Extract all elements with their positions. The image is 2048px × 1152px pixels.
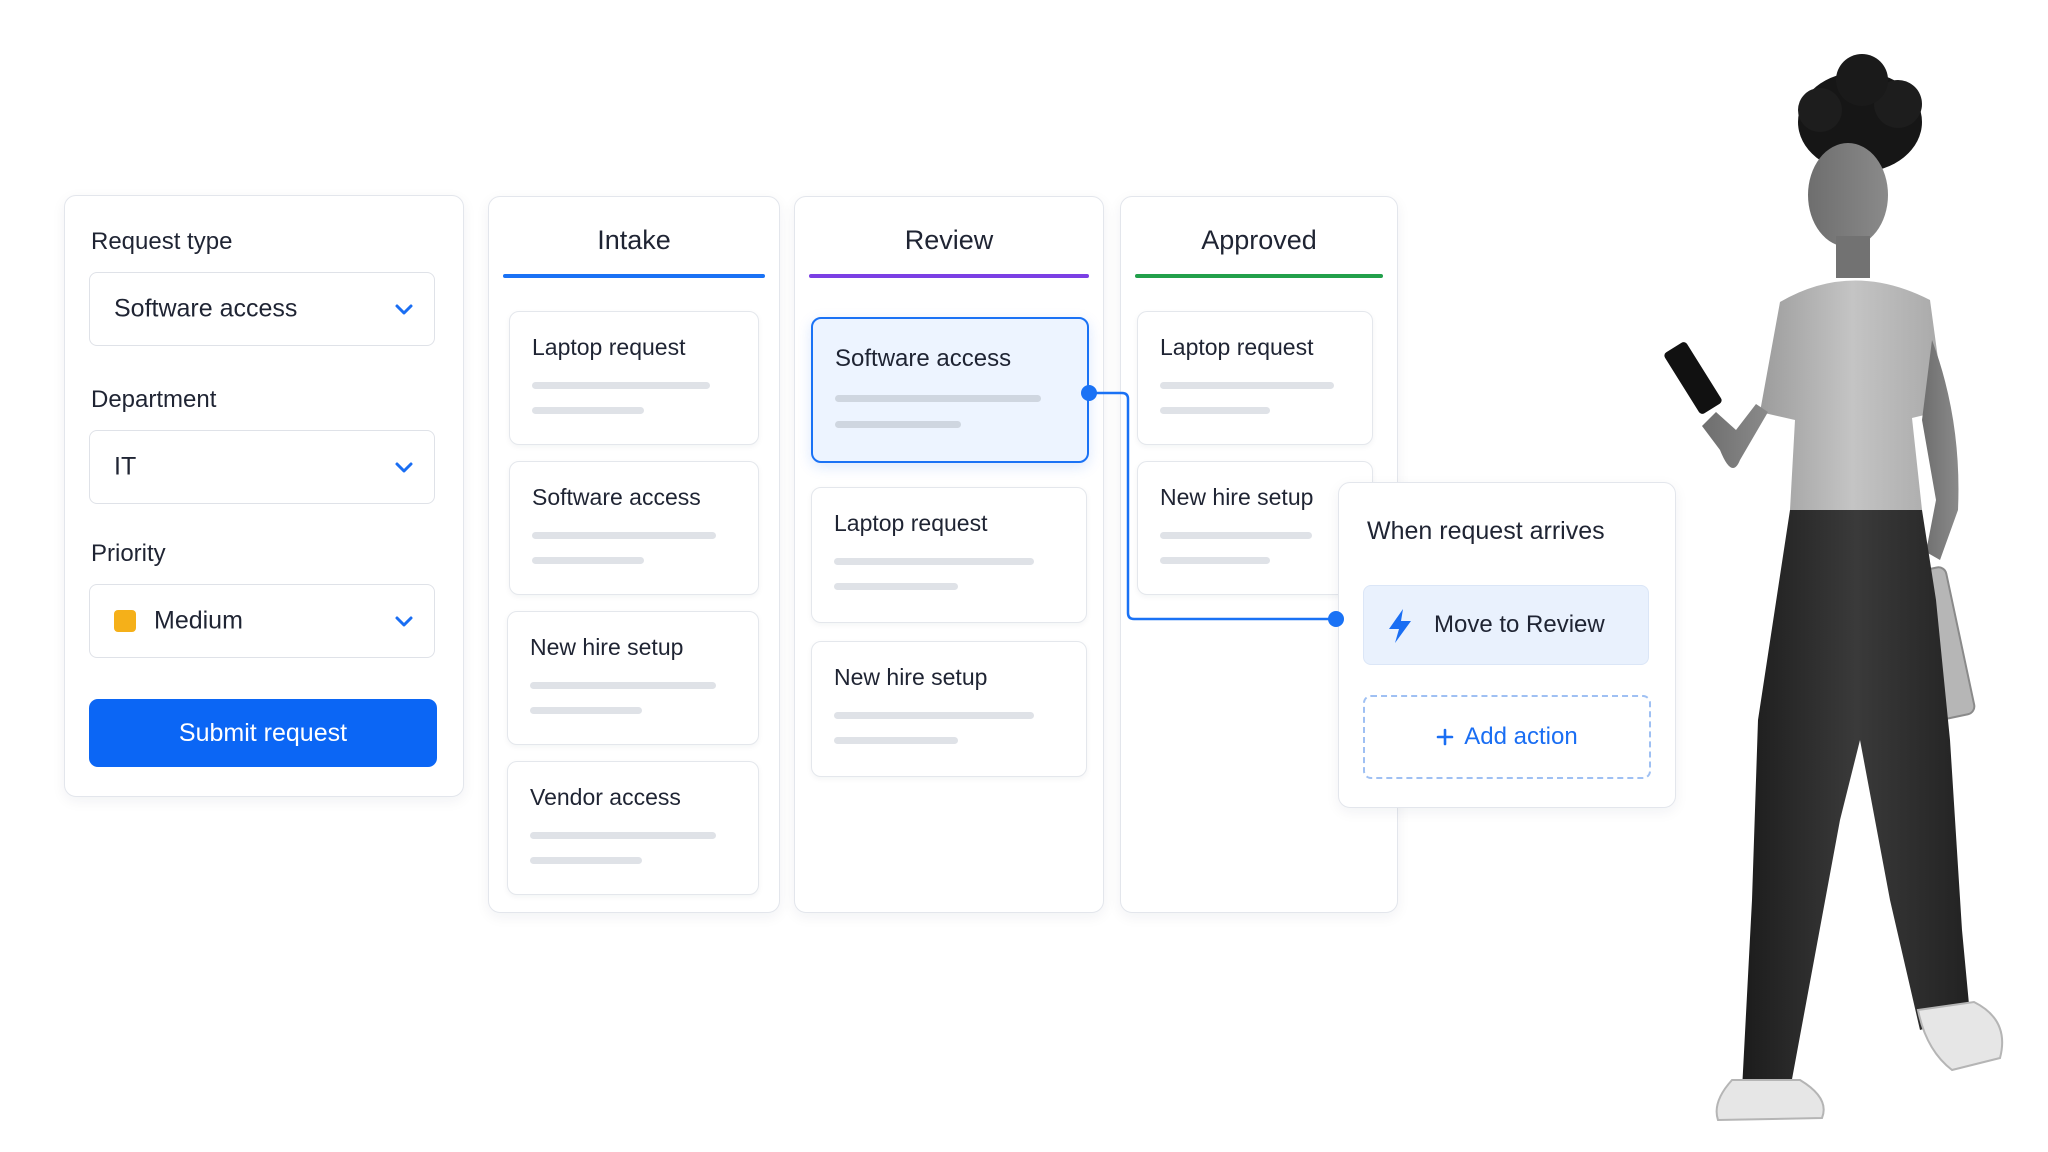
- person-walking-with-phone-image: [1664, 54, 2004, 1122]
- card-title: Laptop request: [1160, 334, 1314, 360]
- plus-icon: [1436, 728, 1454, 746]
- card-title: New hire setup: [1160, 484, 1314, 510]
- chevron-down-icon: [395, 304, 413, 315]
- request-type-label: Request type: [91, 228, 233, 255]
- card-title: Vendor access: [530, 784, 681, 810]
- column-accent-line: [809, 274, 1089, 278]
- lightning-bolt-icon: [1389, 609, 1411, 643]
- card-placeholder-line: [834, 583, 958, 590]
- card-placeholder-line: [530, 707, 642, 714]
- add-action-button[interactable]: Add action: [1363, 695, 1651, 779]
- card-placeholder-line: [834, 558, 1034, 565]
- card-title: Laptop request: [532, 334, 686, 360]
- action-label: Move to Review: [1434, 611, 1605, 638]
- card-title: Laptop request: [834, 510, 988, 536]
- card-vendor-access[interactable]: Vendor access: [507, 761, 759, 895]
- card-placeholder-line: [530, 682, 716, 689]
- priority-value: Medium: [154, 606, 243, 635]
- column-intake: Intake Laptop request Software access Ne…: [488, 196, 780, 913]
- card-title: New hire setup: [834, 664, 988, 690]
- move-to-review-action[interactable]: Move to Review: [1363, 585, 1649, 665]
- card-software-access-selected[interactable]: Software access: [811, 317, 1089, 463]
- card-title: Software access: [835, 345, 1012, 372]
- column-title: Approved: [1201, 225, 1317, 255]
- card-new-hire-setup[interactable]: New hire setup: [811, 641, 1087, 777]
- card-placeholder-line: [1160, 557, 1270, 564]
- request-type-select[interactable]: Software access: [89, 272, 435, 346]
- department-value: IT: [114, 452, 137, 481]
- column-accent-line: [503, 274, 765, 278]
- card-software-access[interactable]: Software access: [509, 461, 759, 595]
- card-laptop-request[interactable]: Laptop request: [509, 311, 759, 445]
- column-review: Review Software access Laptop request Ne…: [794, 196, 1104, 913]
- automation-rule-panel: When request arrives Move to Review Add …: [1338, 482, 1676, 808]
- card-placeholder-line: [532, 382, 710, 389]
- card-placeholder-line: [835, 395, 1041, 402]
- card-placeholder-line: [532, 532, 716, 539]
- card-placeholder-line: [1160, 407, 1270, 414]
- card-placeholder-line: [834, 712, 1034, 719]
- automation-title: When request arrives: [1367, 517, 1605, 545]
- department-label: Department: [91, 386, 217, 413]
- card-placeholder-line: [1160, 532, 1312, 539]
- request-form-panel: Request type Software access Department …: [64, 195, 464, 797]
- priority-select[interactable]: Medium: [89, 584, 435, 658]
- priority-color-swatch: [114, 610, 136, 632]
- card-new-hire-setup[interactable]: New hire setup: [507, 611, 759, 745]
- card-placeholder-line: [834, 737, 958, 744]
- chevron-down-icon: [395, 616, 413, 627]
- card-placeholder-line: [530, 857, 642, 864]
- card-laptop-request[interactable]: Laptop request: [811, 487, 1087, 623]
- card-placeholder-line: [532, 557, 644, 564]
- card-title: Software access: [532, 484, 701, 510]
- card-laptop-request[interactable]: Laptop request: [1137, 311, 1373, 445]
- card-title: New hire setup: [530, 634, 684, 660]
- submit-request-button[interactable]: Submit request: [89, 699, 437, 767]
- priority-label: Priority: [91, 540, 166, 567]
- add-action-label: Add action: [1464, 723, 1578, 750]
- column-title: Review: [904, 225, 994, 255]
- card-placeholder-line: [835, 421, 961, 428]
- column-title: Intake: [597, 225, 671, 255]
- department-select[interactable]: IT: [89, 430, 435, 504]
- card-placeholder-line: [1160, 382, 1334, 389]
- request-type-value: Software access: [114, 294, 298, 323]
- column-accent-line: [1135, 274, 1383, 278]
- card-placeholder-line: [530, 832, 716, 839]
- chevron-down-icon: [395, 462, 413, 473]
- card-placeholder-line: [532, 407, 644, 414]
